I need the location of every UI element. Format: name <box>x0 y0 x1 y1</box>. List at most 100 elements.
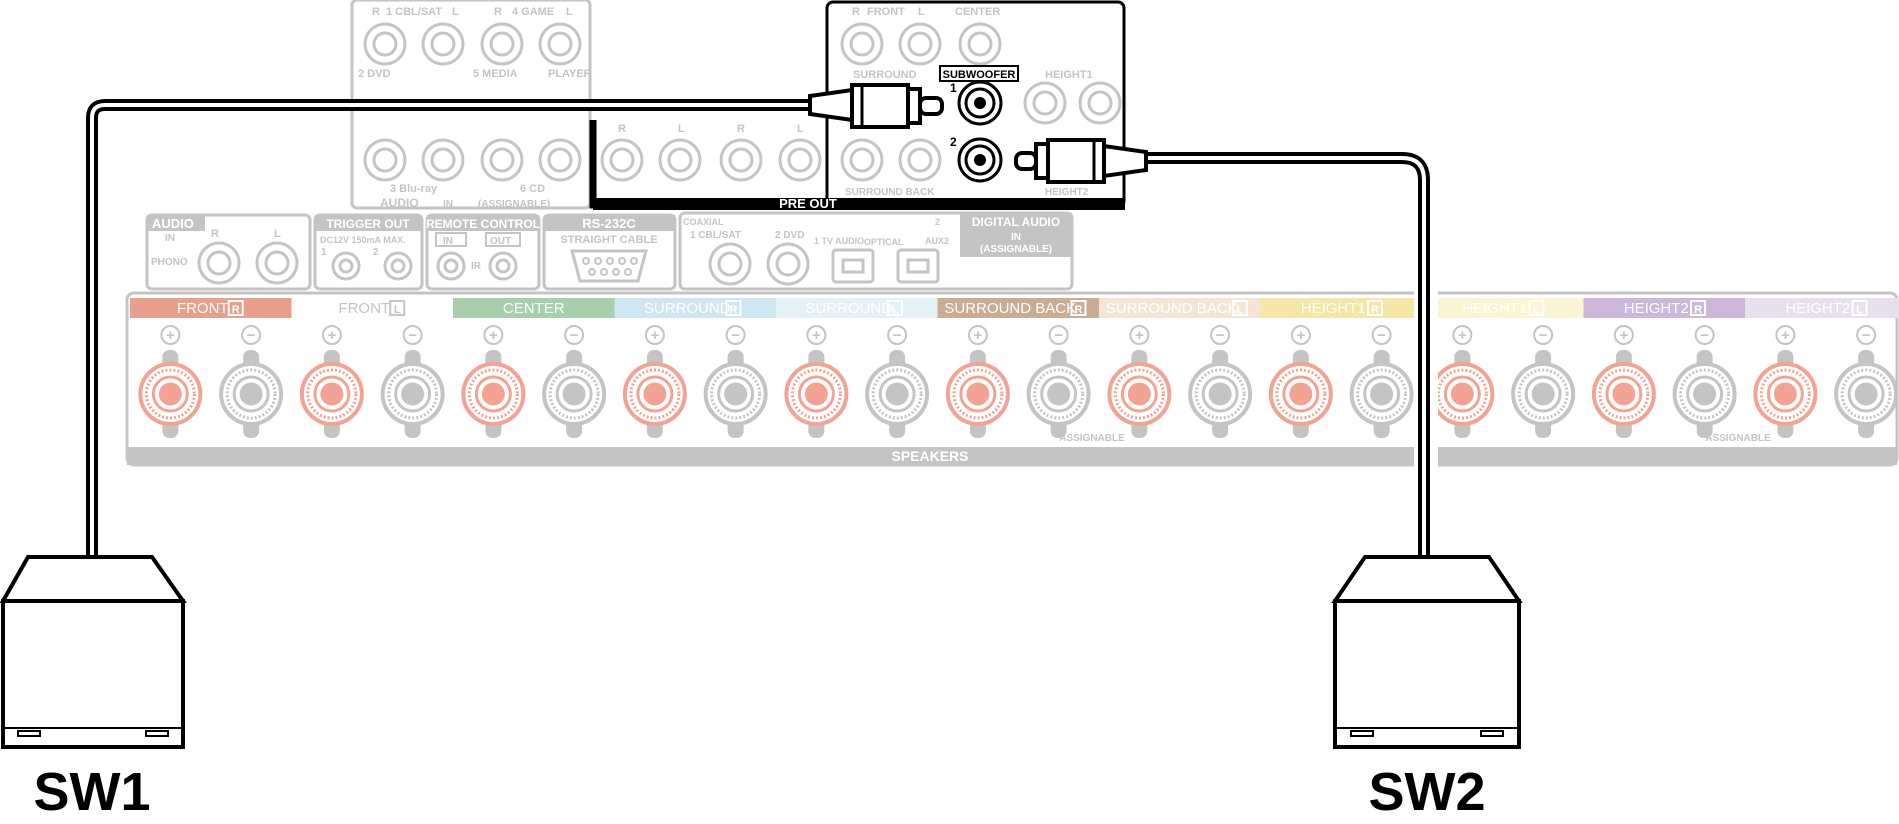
trigger-2-label: 2 <box>373 247 379 258</box>
speaker-band-2 <box>453 298 615 318</box>
svg-text:+: + <box>166 327 175 344</box>
audio-in-l-label-2: L <box>566 6 573 18</box>
speaker-terminal-minus-10: − <box>1834 325 1899 438</box>
speaker-band-label-7: HEIGHT1 <box>1301 300 1366 317</box>
sw2-label: SW2 <box>1368 762 1485 822</box>
remote-out-label: OUT <box>490 236 511 247</box>
speaker-band-ch-box-3 <box>725 300 742 316</box>
svg-text:+: + <box>1296 327 1305 344</box>
speaker-terminal-minus-4: − <box>865 325 930 438</box>
pre-out-height1-label: HEIGHT1 <box>1045 69 1093 81</box>
pre-out-surround-label: SURROUND <box>853 69 917 81</box>
speaker-terminal-minus-7: − <box>1349 325 1414 438</box>
speaker-terminal-minus-3: − <box>703 325 768 438</box>
speaker-terminal-minus-6: − <box>1188 325 1253 438</box>
rs232c-panel: RS-232C STRAIGHT CABLE <box>542 213 677 291</box>
subwoofer-out-1-jack[interactable] <box>957 80 1003 126</box>
svg-text:−: − <box>731 327 740 344</box>
svg-text:−: − <box>408 327 417 344</box>
audio-in-assignable-label: (ASSIGNABLE) <box>478 199 550 210</box>
coaxial-jacks <box>708 242 810 286</box>
sw1-cable <box>86 99 820 555</box>
speaker-band-ch-1: L <box>394 304 401 316</box>
speaker-band-label-5: SURROUND BACK <box>944 300 1076 317</box>
phono-l-label: L <box>274 228 281 240</box>
audio-in-l-label-1: L <box>452 6 459 18</box>
speaker-terminal-plus-10: + <box>1753 325 1818 438</box>
speaker-band-label-10: HEIGHT2 <box>1785 300 1850 317</box>
audio-in-media-label: 5 MEDIA <box>473 68 518 80</box>
svg-text:−: − <box>1539 327 1548 344</box>
svg-text:−: − <box>1862 327 1871 344</box>
remote-in-label: IN <box>443 236 453 247</box>
speaker-terminal-plus-0: + <box>138 325 203 438</box>
speaker-band-4 <box>776 298 938 318</box>
phono-in-label: IN <box>165 233 175 244</box>
speaker-terminals: +−+−+−+−+−+−+−+−+−+−+− <box>138 325 1899 438</box>
pre-out-center-label: CENTER <box>955 6 1000 18</box>
assignable-label-2: ASSIGNABLE <box>1705 433 1771 444</box>
speaker-band-label-1: FRONT <box>338 300 390 317</box>
svg-text:−: − <box>1216 327 1225 344</box>
remote-control-panel: REMOTE CONTROL IN OUT IR <box>425 213 541 291</box>
aux2-label: AUX2 <box>925 236 949 246</box>
pre-out-height2-label: HEIGHT2 <box>1045 187 1089 198</box>
phono-r-label: R <box>211 228 219 240</box>
digital-audio-title: DIGITAL AUDIO <box>972 215 1060 229</box>
speaker-terminal-plus-2: + <box>461 325 526 438</box>
subwoofer-2-number: 2 <box>950 135 957 149</box>
speaker-terminal-minus-2: − <box>542 325 607 438</box>
trigger-out-title: TRIGGER OUT <box>326 217 410 231</box>
rs232c-port <box>570 249 648 283</box>
speaker-band-ch-box-8 <box>1528 300 1545 316</box>
audio-in-cbl-label: 1 CBL/SAT <box>386 6 442 18</box>
pre-out-r-label-3: R <box>737 123 745 135</box>
sw1-label: SW1 <box>33 762 150 822</box>
speaker-band-label-3: SURROUND <box>644 300 731 317</box>
trigger-out-spec: DC12V 150mA MAX. <box>320 235 406 245</box>
subwoofer-sw1 <box>0 555 187 749</box>
sw2-rca-plug <box>1014 138 1148 184</box>
speaker-band-label-4: SURROUND <box>805 300 892 317</box>
svg-text:+: + <box>1458 327 1467 344</box>
speaker-band-label-9: HEIGHT2 <box>1624 300 1689 317</box>
pre-out-r-label: R <box>852 6 860 18</box>
speaker-band-label-0: FRONT <box>177 300 229 317</box>
coax-dvd-label: 2 DVD <box>775 230 804 241</box>
pre-out-l-label-3: L <box>797 123 804 135</box>
speaker-band-ch-0: R <box>232 304 240 316</box>
speaker-band-ch-box-0 <box>227 300 244 316</box>
speaker-band-label-2: CENTER <box>503 300 565 317</box>
subwoofer-sw2 <box>1331 555 1523 749</box>
speaker-terminal-minus-5: − <box>1026 325 1091 438</box>
svg-text:+: + <box>812 327 821 344</box>
svg-text:+: + <box>973 327 982 344</box>
rs232c-pins <box>582 257 638 276</box>
remote-ir-label: IR <box>471 261 482 272</box>
audio-in-player-label: PLAYER <box>548 68 592 80</box>
speaker-band-ch-5: R <box>1074 304 1082 316</box>
audio-in-r-label-2: R <box>494 6 502 18</box>
subwoofer-out-2-jack[interactable] <box>957 137 1003 183</box>
subwoofer-1-number: 1 <box>950 81 957 95</box>
speaker-terminal-minus-1: − <box>380 325 445 438</box>
speaker-band-label-6: SURROUND BACK <box>1106 300 1238 317</box>
audio-in-cd-label: 6 CD <box>520 183 545 195</box>
speaker-band-1 <box>291 298 453 318</box>
pre-out-faint-jacks <box>600 22 1122 182</box>
speaker-band-ch-9: R <box>1694 304 1702 316</box>
digital-audio-in-label: IN <box>1011 232 1021 243</box>
speaker-band-ch-box-9 <box>1690 300 1707 316</box>
speaker-band-ch-box-5 <box>1070 300 1087 316</box>
speaker-band-6 <box>1099 298 1261 318</box>
pre-out-label: PRE OUT <box>779 196 837 211</box>
speaker-band-ch-box-10 <box>1851 300 1868 316</box>
digital-audio-panel: DIGITAL AUDIO IN (ASSIGNABLE) COAXIAL 1 … <box>678 211 1074 291</box>
speaker-band-ch-box-7 <box>1367 300 1384 316</box>
trigger-out-panel: TRIGGER OUT DC12V 150mA MAX. 1 2 <box>313 213 424 291</box>
speaker-band-ch-6: L <box>1237 304 1244 316</box>
svg-text:+: + <box>327 327 336 344</box>
